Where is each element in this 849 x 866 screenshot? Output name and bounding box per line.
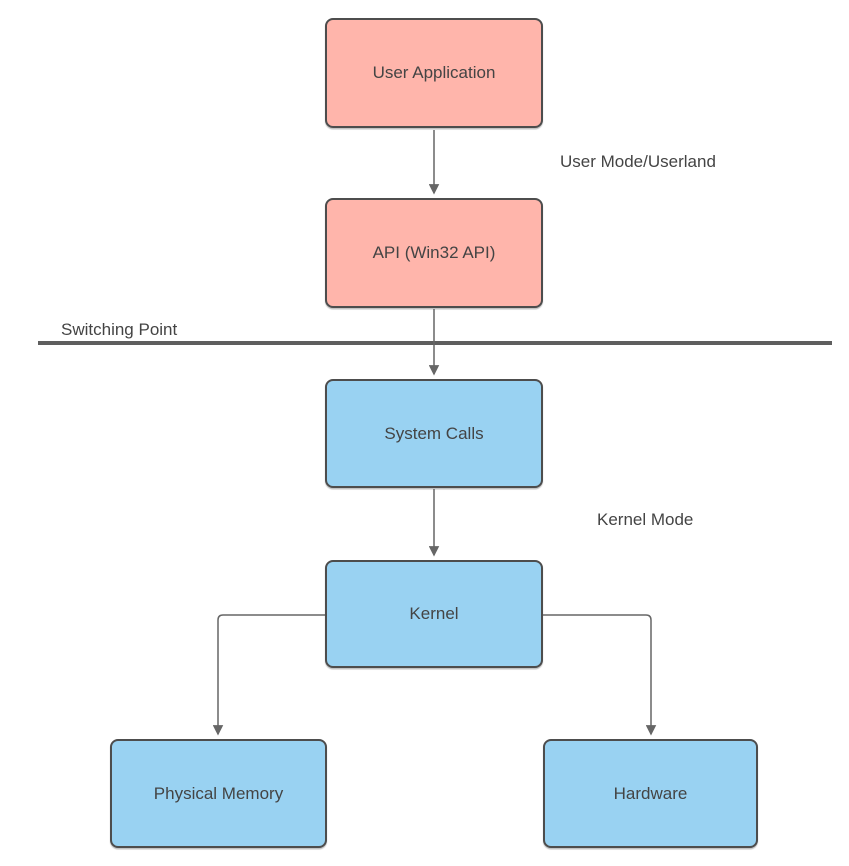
node-hardware: Hardware <box>543 739 758 848</box>
node-physical-memory: Physical Memory <box>110 739 327 848</box>
node-system-calls-label: System Calls <box>384 423 484 443</box>
kernel-mode-annotation: Kernel Mode <box>597 510 694 529</box>
node-user-application: User Application <box>325 18 543 128</box>
edge-kernel-to-hardware <box>543 614 657 736</box>
node-kernel: Kernel <box>325 560 543 668</box>
node-user-application-label: User Application <box>372 63 496 82</box>
node-api: API (Win32 API) <box>325 198 543 308</box>
user-mode-annotation: User Mode/Userland <box>560 152 716 171</box>
node-kernel-label: Kernel <box>409 604 459 623</box>
node-system-calls: System Calls <box>325 379 543 488</box>
node-physical-memory-label: Physical Memory <box>153 783 284 803</box>
node-hardware-label: Hardware <box>613 783 688 803</box>
node-api-label: API (Win32 API) <box>372 243 496 262</box>
switching-point-annotation: Switching Point <box>61 320 178 339</box>
edge-kernel-to-physical-memory <box>212 614 325 736</box>
